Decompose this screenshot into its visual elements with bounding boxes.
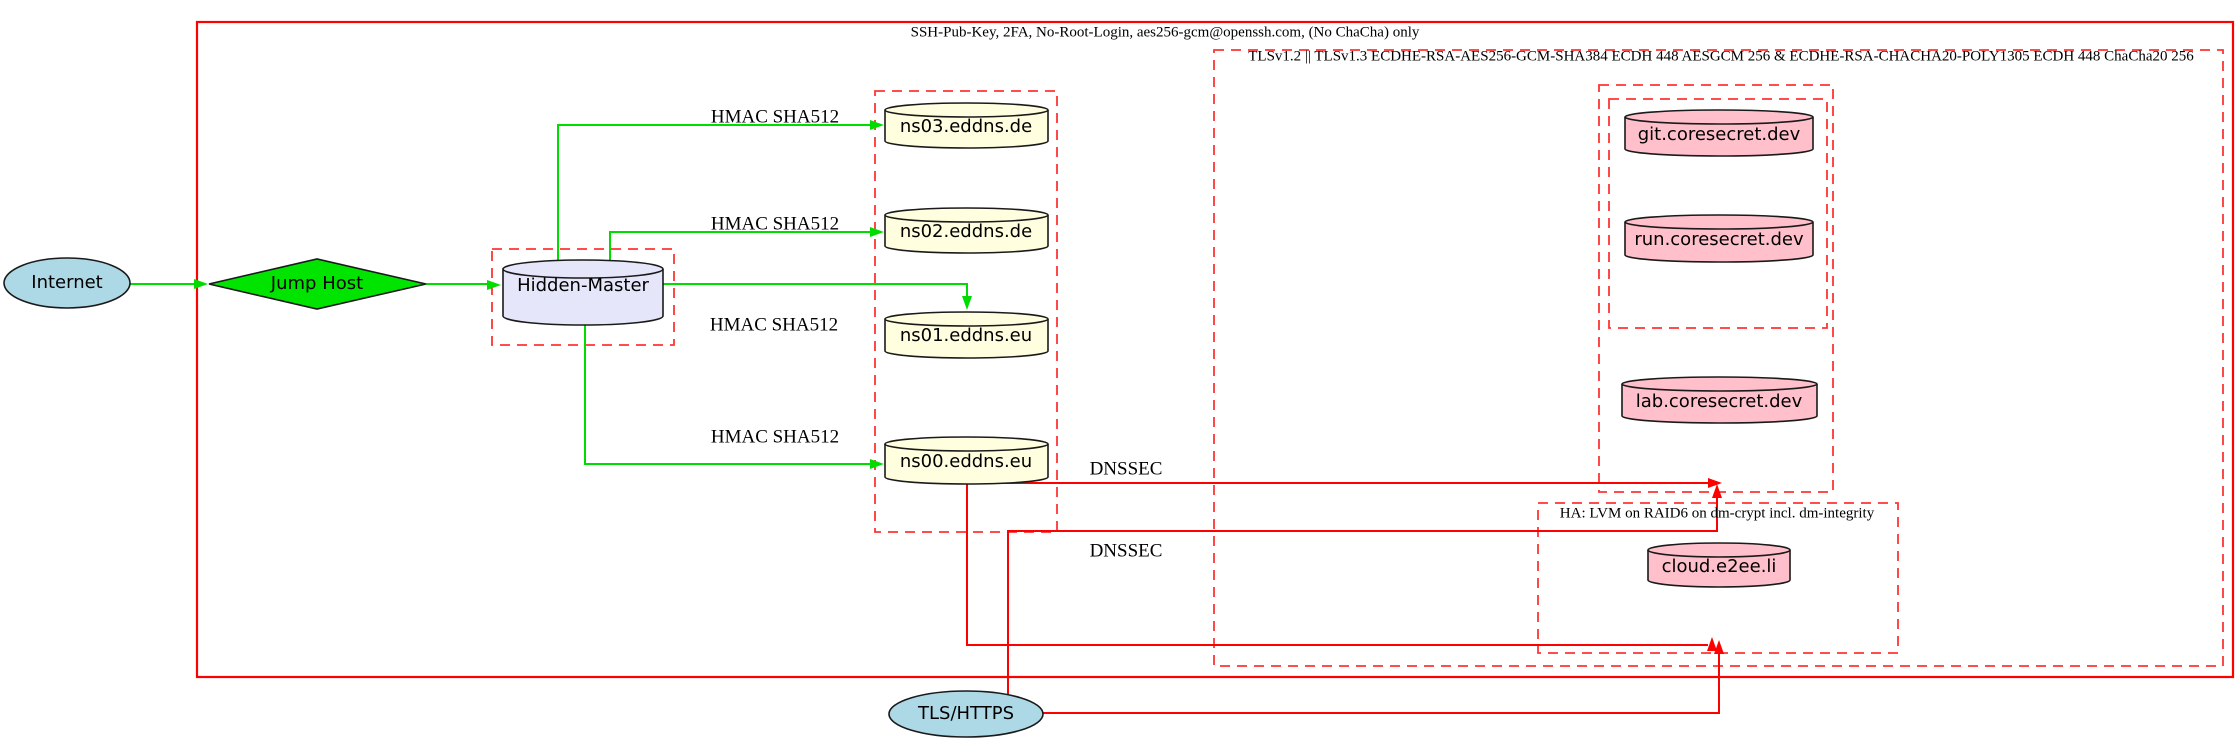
edge-label-hmac-ns00: HMAC SHA512 xyxy=(710,426,840,448)
arrowhead-into-jumphost xyxy=(194,279,208,289)
arrowhead-up-into-ha-left xyxy=(1707,637,1717,651)
ns01-node-cylinder-lid xyxy=(884,318,1049,327)
arrowhead-into-ns03 xyxy=(870,120,884,130)
arrowhead-up-into-coresecret xyxy=(1712,484,1722,498)
edge-hiddenmaster-ns03 xyxy=(557,124,871,265)
cluster-ssh-box xyxy=(195,20,2235,679)
tls-https-node-ellipse xyxy=(888,690,1044,738)
dashed-cluster-boxes xyxy=(491,49,2224,667)
run-node-cylinder xyxy=(1624,214,1814,263)
edge-label-hmac-ns01: HMAC SHA512 xyxy=(709,314,839,336)
cluster-hidden-master-box xyxy=(491,248,675,346)
edge-label-hmac-ns03: HMAC SHA512 xyxy=(710,106,840,128)
ns01-node-cylinder xyxy=(884,311,1049,359)
node-label-lab: lab.coresecret.dev xyxy=(1635,391,1803,412)
cluster-label-tls: TLSv1.2 || TLSv1.3 ECDHE-RSA-AES256-GCM-… xyxy=(1248,48,2194,65)
arrowhead-right-into-coresecret xyxy=(1708,478,1722,488)
arrowhead-up-into-ha-right xyxy=(1714,640,1724,654)
arrowhead-into-hiddenmaster xyxy=(487,280,501,290)
node-label-hidden-master: Hidden-Master xyxy=(517,275,649,296)
node-label-run: run.coresecret.dev xyxy=(1634,229,1804,250)
jump-host-node-diamond xyxy=(208,258,427,310)
node-label-ns03: ns03.eddns.de xyxy=(899,116,1033,137)
git-node-cylinder xyxy=(1624,109,1814,157)
node-label-ns00: ns00.eddns.eu xyxy=(899,451,1033,472)
edge-tlshttps-to-coresecret xyxy=(1007,498,1718,694)
cluster-coresecret-inner-box xyxy=(1608,98,1828,329)
edge-label-dnssec-top: DNSSEC xyxy=(1089,458,1163,480)
edge-hiddenmaster-ns02 xyxy=(609,231,871,265)
node-label-git: git.coresecret.dev xyxy=(1637,124,1801,145)
arrowhead-into-ns00 xyxy=(870,459,884,469)
lab-node-cylinder xyxy=(1621,376,1818,424)
edge-hiddenmaster-ns00 xyxy=(584,318,871,465)
ns02-node-cylinder xyxy=(884,207,1049,254)
hidden-master-node-cylinder-lid xyxy=(502,268,664,279)
lab-node-cylinder-lid xyxy=(1621,383,1818,392)
edge-label-hmac-ns02: HMAC SHA512 xyxy=(710,213,840,235)
node-shapes xyxy=(3,102,1818,738)
ns03-node-cylinder-lid xyxy=(884,109,1049,118)
ns03-node-cylinder xyxy=(884,102,1049,149)
internet-node-ellipse xyxy=(3,257,131,309)
green-edges xyxy=(130,124,968,465)
cluster-label-ssh: SSH-Pub-Key, 2FA, No-Root-Login, aes256-… xyxy=(910,24,1420,41)
node-label-internet: Internet xyxy=(31,272,103,293)
red-arrowheads xyxy=(1707,478,1724,654)
node-label-ns01: ns01.eddns.eu xyxy=(899,325,1033,346)
node-label-ns02: ns02.eddns.de xyxy=(899,221,1033,242)
run-node-cylinder-lid xyxy=(1624,221,1814,230)
cloud-node-cylinder xyxy=(1647,542,1791,588)
node-label-jump-host: Jump Host xyxy=(270,273,364,294)
green-arrowheads xyxy=(194,120,972,469)
edge-tlshttps-to-ha xyxy=(1043,654,1720,714)
arrowhead-into-ns01 xyxy=(962,296,972,310)
cluster-label-ha: HA: LVM on RAID6 on dm-crypt incl. dm-in… xyxy=(1559,505,1875,522)
ns00-node-cylinder-lid xyxy=(884,443,1049,452)
edge-dnssec-to-coresecret xyxy=(966,482,1709,646)
git-node-cylinder-lid xyxy=(1624,116,1814,125)
node-label-cloud: cloud.e2ee.li xyxy=(1661,556,1777,577)
edge-hiddenmaster-ns01 xyxy=(663,283,968,297)
ns00-node-cylinder xyxy=(884,436,1049,485)
ns02-node-cylinder-lid xyxy=(884,214,1049,223)
red-edges xyxy=(966,482,1720,714)
arrowhead-into-ns02 xyxy=(870,227,884,237)
edge-label-dnssec-bottom: DNSSEC xyxy=(1089,540,1163,562)
cluster-ssh-box-group xyxy=(195,20,2235,679)
node-label-tls-https: TLS/HTTPS xyxy=(917,703,1015,724)
cloud-node-cylinder-lid xyxy=(1647,549,1791,558)
